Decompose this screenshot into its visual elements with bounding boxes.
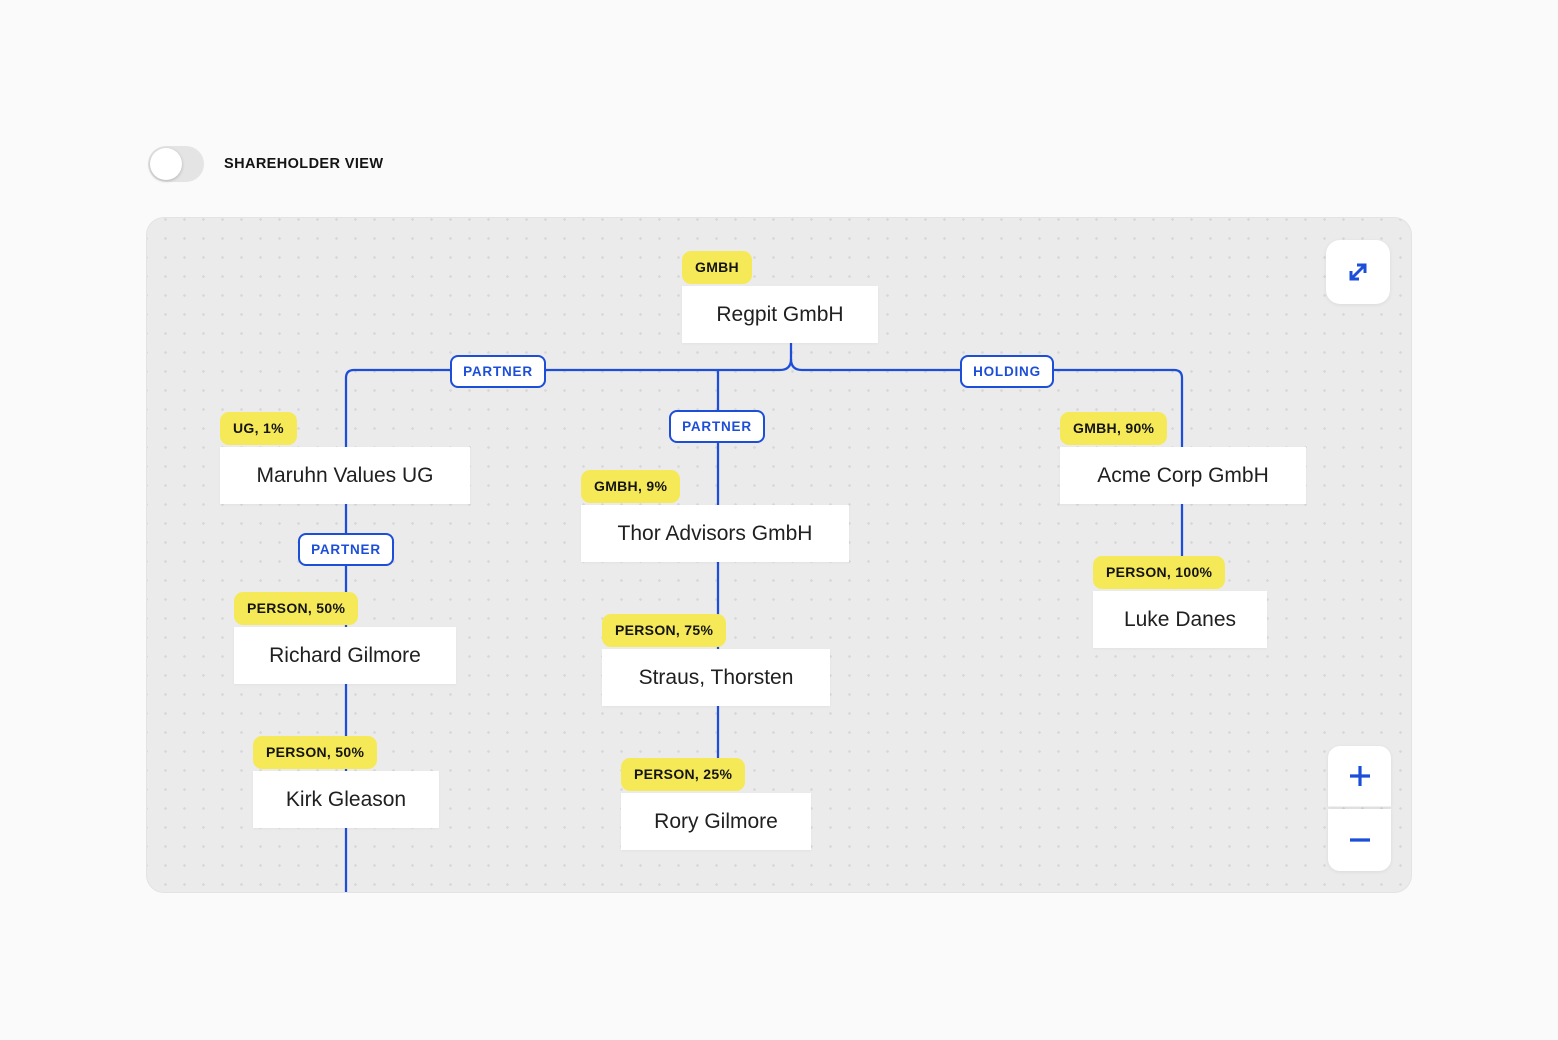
node-rory-gilmore[interactable]: PERSON, 25% Rory Gilmore [621,758,811,850]
node-title: Acme Corp GmbH [1060,447,1306,504]
diagram-canvas[interactable]: GMBH Regpit GmbH UG, 1% Maruhn Values UG… [146,217,1412,893]
node-regpit-gmbh[interactable]: GMBH Regpit GmbH [682,251,878,343]
node-title: Luke Danes [1093,591,1267,648]
node-type-badge: GMBH [682,251,752,284]
node-type-badge: PERSON, 50% [253,736,378,769]
zoom-out-button[interactable] [1328,809,1391,871]
node-title: Regpit GmbH [682,286,878,343]
node-title: Maruhn Values UG [220,447,470,504]
node-title: Richard Gilmore [234,627,456,684]
plus-icon [1349,766,1370,786]
node-straus-thorsten[interactable]: PERSON, 75% Straus, Thorsten [602,614,830,706]
node-type-badge: GMBH, 9% [581,470,681,503]
toggle-knob [150,148,182,180]
node-title: Thor Advisors GmbH [581,505,849,562]
fullscreen-button[interactable] [1326,240,1390,304]
expand-icon [1349,263,1367,281]
zoom-in-button[interactable] [1328,746,1391,807]
node-kirk-gleason[interactable]: PERSON, 50% Kirk Gleason [253,736,439,828]
minus-icon [1349,838,1370,842]
edge-label-partner-maruhn[interactable]: PARTNER [298,533,394,566]
shareholder-view-control: SHAREHOLDER VIEW [148,146,383,182]
node-thor-advisors-gmbh[interactable]: GMBH, 9% Thor Advisors GmbH [581,470,849,562]
shareholder-view-label: SHAREHOLDER VIEW [224,156,384,172]
node-title: Straus, Thorsten [602,649,830,706]
node-richard-gilmore[interactable]: PERSON, 50% Richard Gilmore [234,592,456,684]
edge-regpit-acme [789,358,1184,557]
node-acme-corp-gmbh[interactable]: GMBH, 90% Acme Corp GmbH [1060,412,1306,504]
edge-label-holding[interactable]: HOLDING [960,355,1054,388]
edge-label-partner-left[interactable]: PARTNER [450,355,546,388]
shareholder-view-toggle[interactable] [148,146,204,182]
node-type-badge: PERSON, 100% [1093,556,1226,589]
node-type-badge: PERSON, 50% [234,592,359,625]
node-maruhn-values-ug[interactable]: UG, 1% Maruhn Values UG [220,412,470,504]
node-type-badge: PERSON, 75% [602,614,727,647]
node-luke-danes[interactable]: PERSON, 100% Luke Danes [1093,556,1267,648]
node-title: Rory Gilmore [621,793,811,850]
node-title: Kirk Gleason [253,771,439,828]
node-type-badge: UG, 1% [220,412,297,445]
edge-label-partner-middle[interactable]: PARTNER [669,410,765,443]
node-type-badge: GMBH, 90% [1060,412,1168,445]
node-type-badge: PERSON, 25% [621,758,746,791]
